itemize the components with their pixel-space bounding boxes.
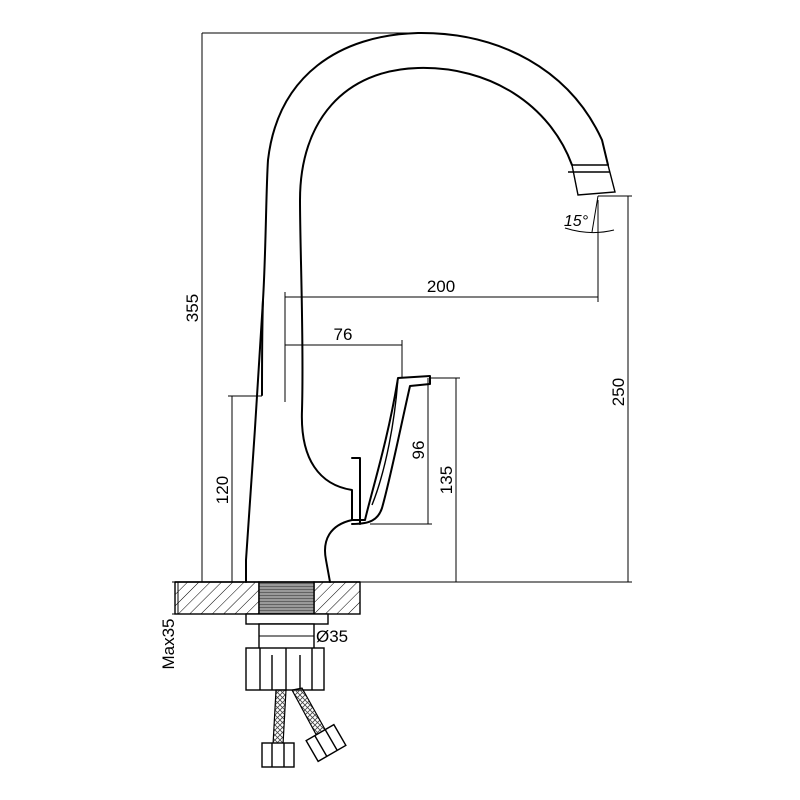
washer <box>245 613 329 625</box>
mounting-hardware <box>245 613 347 768</box>
dim-96: 96 <box>409 441 428 460</box>
dim-120: 120 <box>213 476 232 504</box>
dim-15-deg: 15° <box>564 213 589 230</box>
countertop-left <box>174 581 260 615</box>
countertop-section <box>174 581 361 615</box>
shank-lower <box>258 623 315 651</box>
dim-250: 250 <box>609 378 628 406</box>
dim-135: 135 <box>437 466 456 494</box>
hose-left <box>272 689 287 746</box>
thread-shank <box>258 581 315 615</box>
hose-nut-right <box>305 723 347 763</box>
countertop-right <box>313 581 361 615</box>
dim-76: 76 <box>334 325 353 344</box>
dimension-lines <box>172 32 632 648</box>
hose-nut-left <box>261 742 295 768</box>
dim-355: 355 <box>183 294 202 322</box>
dim-max35: Max35 <box>159 618 178 669</box>
dim-200: 200 <box>427 277 455 296</box>
fixing-nut <box>245 647 325 691</box>
faucet-body <box>245 31 616 583</box>
hose-right <box>291 687 328 739</box>
dim-dia35: Ø35 <box>316 627 348 646</box>
